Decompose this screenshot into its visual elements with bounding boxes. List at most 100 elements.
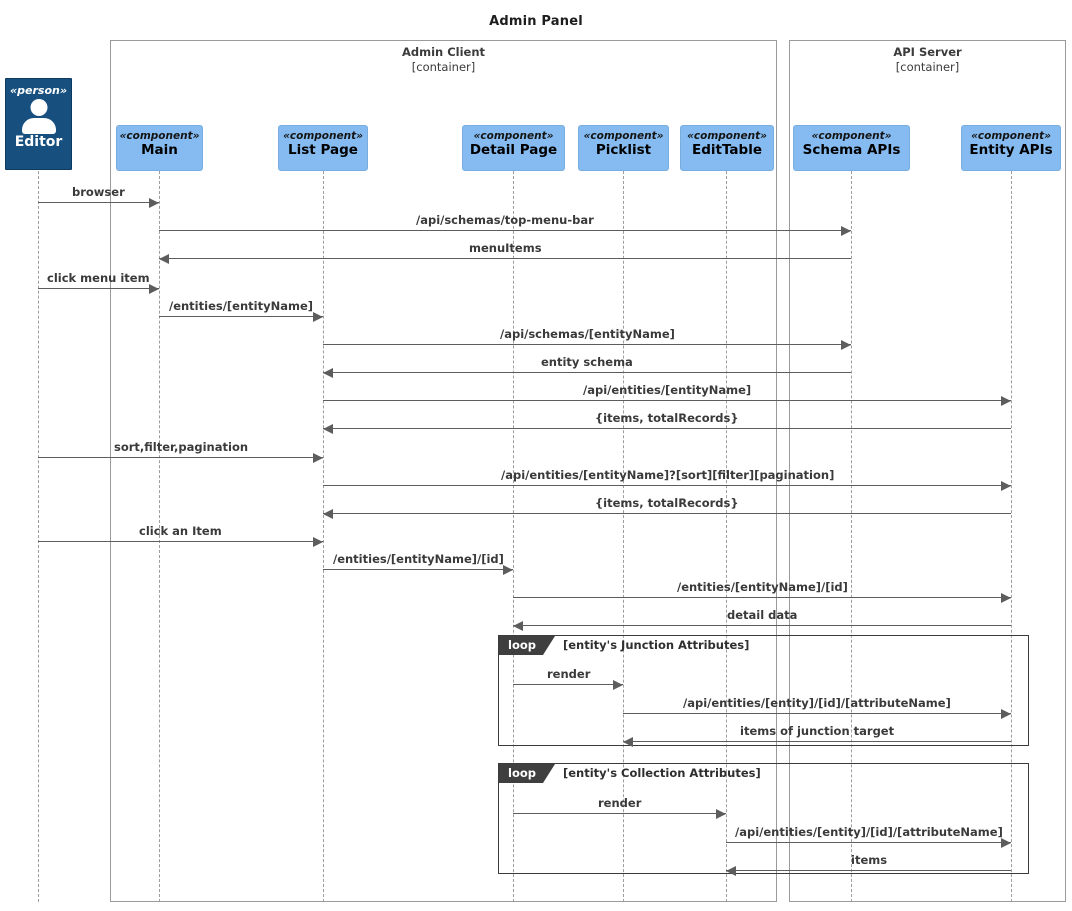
arrow-head-left-icon bbox=[323, 508, 333, 519]
message-label-m19: items of junction target bbox=[740, 724, 895, 738]
actor-name: Editor bbox=[14, 134, 63, 150]
message-label-m7: entity schema bbox=[541, 355, 633, 369]
message-label-m4: click menu item bbox=[47, 271, 150, 285]
participant-stereotype: «component» bbox=[811, 130, 892, 142]
arrow-head-right-icon bbox=[1001, 708, 1011, 719]
lifeline-schema-apis bbox=[851, 171, 852, 902]
message-line-m18 bbox=[623, 713, 1011, 714]
message-label-m10: sort,filter,pagination bbox=[114, 440, 249, 454]
page-title: Admin Panel bbox=[489, 14, 583, 29]
message-label-m16: detail data bbox=[727, 608, 798, 622]
message-line-m3 bbox=[159, 258, 851, 259]
message-line-m14 bbox=[323, 569, 513, 570]
actor-editor[interactable]: «person» Editor bbox=[5, 78, 72, 170]
participant-entity-apis[interactable]: «component»Entity APIs bbox=[961, 125, 1061, 171]
participant-schema-apis[interactable]: «component»Schema APIs bbox=[793, 125, 910, 171]
fragment-loop-junction: loop [entity's Junction Attributes] bbox=[498, 635, 1029, 746]
participant-name: Main bbox=[141, 142, 178, 158]
arrow-head-right-icon bbox=[503, 564, 513, 575]
message-line-m12 bbox=[323, 513, 1011, 514]
message-line-m7 bbox=[323, 372, 851, 373]
message-label-m5: /entities/[entityName] bbox=[169, 299, 314, 313]
lifeline-entity-apis bbox=[1011, 171, 1012, 902]
participant-picklist[interactable]: «component»Picklist bbox=[578, 125, 669, 171]
arrow-head-right-icon bbox=[1001, 395, 1011, 406]
person-icon bbox=[6, 99, 71, 134]
fragment-guard: [entity's Collection Attributes] bbox=[563, 766, 761, 780]
message-label-m21: /api/entities/[entity]/[id]/[attributeNa… bbox=[735, 825, 1003, 839]
message-label-m3: menuItems bbox=[469, 241, 542, 255]
fragment-loop-collection: loop[entity's Collection Attributes] bbox=[498, 763, 1029, 874]
participant-list-page[interactable]: «component»List Page bbox=[278, 125, 368, 171]
message-label-m13: click an Item bbox=[139, 524, 222, 538]
message-line-m6 bbox=[323, 344, 851, 345]
participant-stereotype: «component» bbox=[473, 130, 554, 142]
arrow-head-right-icon bbox=[313, 452, 323, 463]
participant-main[interactable]: «component»Main bbox=[116, 125, 203, 171]
participant-stereotype: «component» bbox=[687, 130, 767, 142]
message-line-m15 bbox=[513, 597, 1011, 598]
fragment-tab-notch bbox=[543, 636, 555, 655]
participant-stereotype: «component» bbox=[283, 130, 363, 142]
message-label-m22: items bbox=[851, 853, 888, 867]
arrow-head-right-icon bbox=[1001, 837, 1011, 848]
actor-stereotype: «person» bbox=[10, 84, 67, 97]
fragment-kind-label: loop bbox=[499, 636, 543, 655]
participant-name: EditTable bbox=[692, 142, 762, 158]
container-label-api-server: API Server[container] bbox=[790, 45, 1065, 75]
lifeline-main bbox=[159, 171, 160, 902]
message-line-m22 bbox=[726, 870, 1011, 871]
message-label-m1: browser bbox=[72, 185, 125, 199]
arrow-head-left-icon bbox=[323, 367, 333, 378]
lifeline-editor bbox=[38, 171, 39, 902]
message-line-m17 bbox=[513, 684, 623, 685]
message-line-m16 bbox=[513, 625, 1011, 626]
message-line-m9 bbox=[323, 428, 1011, 429]
participant-name: List Page bbox=[288, 142, 358, 158]
arrow-head-right-icon bbox=[313, 311, 323, 322]
message-label-m12: {items, totalRecords} bbox=[595, 496, 739, 510]
message-label-m2: /api/schemas/top-menu-bar bbox=[416, 213, 594, 227]
container-name: Admin Client bbox=[401, 45, 486, 59]
person-icon-body bbox=[21, 118, 56, 134]
participant-stereotype: «component» bbox=[119, 130, 200, 142]
arrow-head-right-icon bbox=[841, 225, 851, 236]
arrow-head-left-icon bbox=[623, 736, 633, 747]
message-line-m20 bbox=[513, 813, 726, 814]
container-label-admin-client: Admin Client[container] bbox=[111, 45, 776, 75]
lifeline-picklist bbox=[623, 171, 624, 902]
participant-edittable[interactable]: «component»EditTable bbox=[680, 125, 774, 171]
message-label-m11: /api/entities/[entityName]?[sort][filter… bbox=[501, 468, 835, 482]
container-subtitle: [container] bbox=[895, 60, 960, 74]
message-line-m1 bbox=[38, 202, 159, 203]
participant-stereotype: «component» bbox=[583, 130, 664, 142]
arrow-head-left-icon bbox=[513, 620, 523, 631]
participant-name: Schema APIs bbox=[802, 142, 901, 158]
arrow-head-right-icon bbox=[841, 339, 851, 350]
lifeline-edittable bbox=[726, 171, 727, 902]
message-label-m6: /api/schemas/[entityName] bbox=[500, 327, 675, 341]
message-label-m8: /api/entities/[entityName] bbox=[583, 383, 752, 397]
message-label-m9: {items, totalRecords} bbox=[595, 411, 739, 425]
arrow-head-right-icon bbox=[149, 197, 159, 208]
message-line-m5 bbox=[159, 316, 323, 317]
participant-name: Picklist bbox=[595, 142, 652, 158]
arrow-head-right-icon bbox=[716, 808, 726, 819]
lifeline-detail-page bbox=[513, 171, 514, 902]
message-line-m2 bbox=[159, 230, 851, 231]
participant-detail-page[interactable]: «component»Detail Page bbox=[462, 125, 565, 171]
container-name: API Server bbox=[893, 45, 962, 59]
message-label-m15: /entities/[entityName]/[id] bbox=[677, 580, 848, 594]
message-line-m10 bbox=[38, 457, 323, 458]
fragment-tab-notch bbox=[543, 764, 555, 783]
fragment-guard: [entity's Junction Attributes] bbox=[563, 638, 750, 652]
message-line-m21 bbox=[726, 842, 1011, 843]
participant-name: Entity APIs bbox=[969, 142, 1053, 158]
message-label-m20: render bbox=[598, 796, 642, 810]
lifeline-list-page bbox=[323, 171, 324, 902]
person-icon-head bbox=[30, 99, 47, 116]
message-label-m17: render bbox=[547, 667, 591, 681]
participant-stereotype: «component» bbox=[971, 130, 1051, 142]
arrow-head-right-icon bbox=[1001, 480, 1011, 491]
